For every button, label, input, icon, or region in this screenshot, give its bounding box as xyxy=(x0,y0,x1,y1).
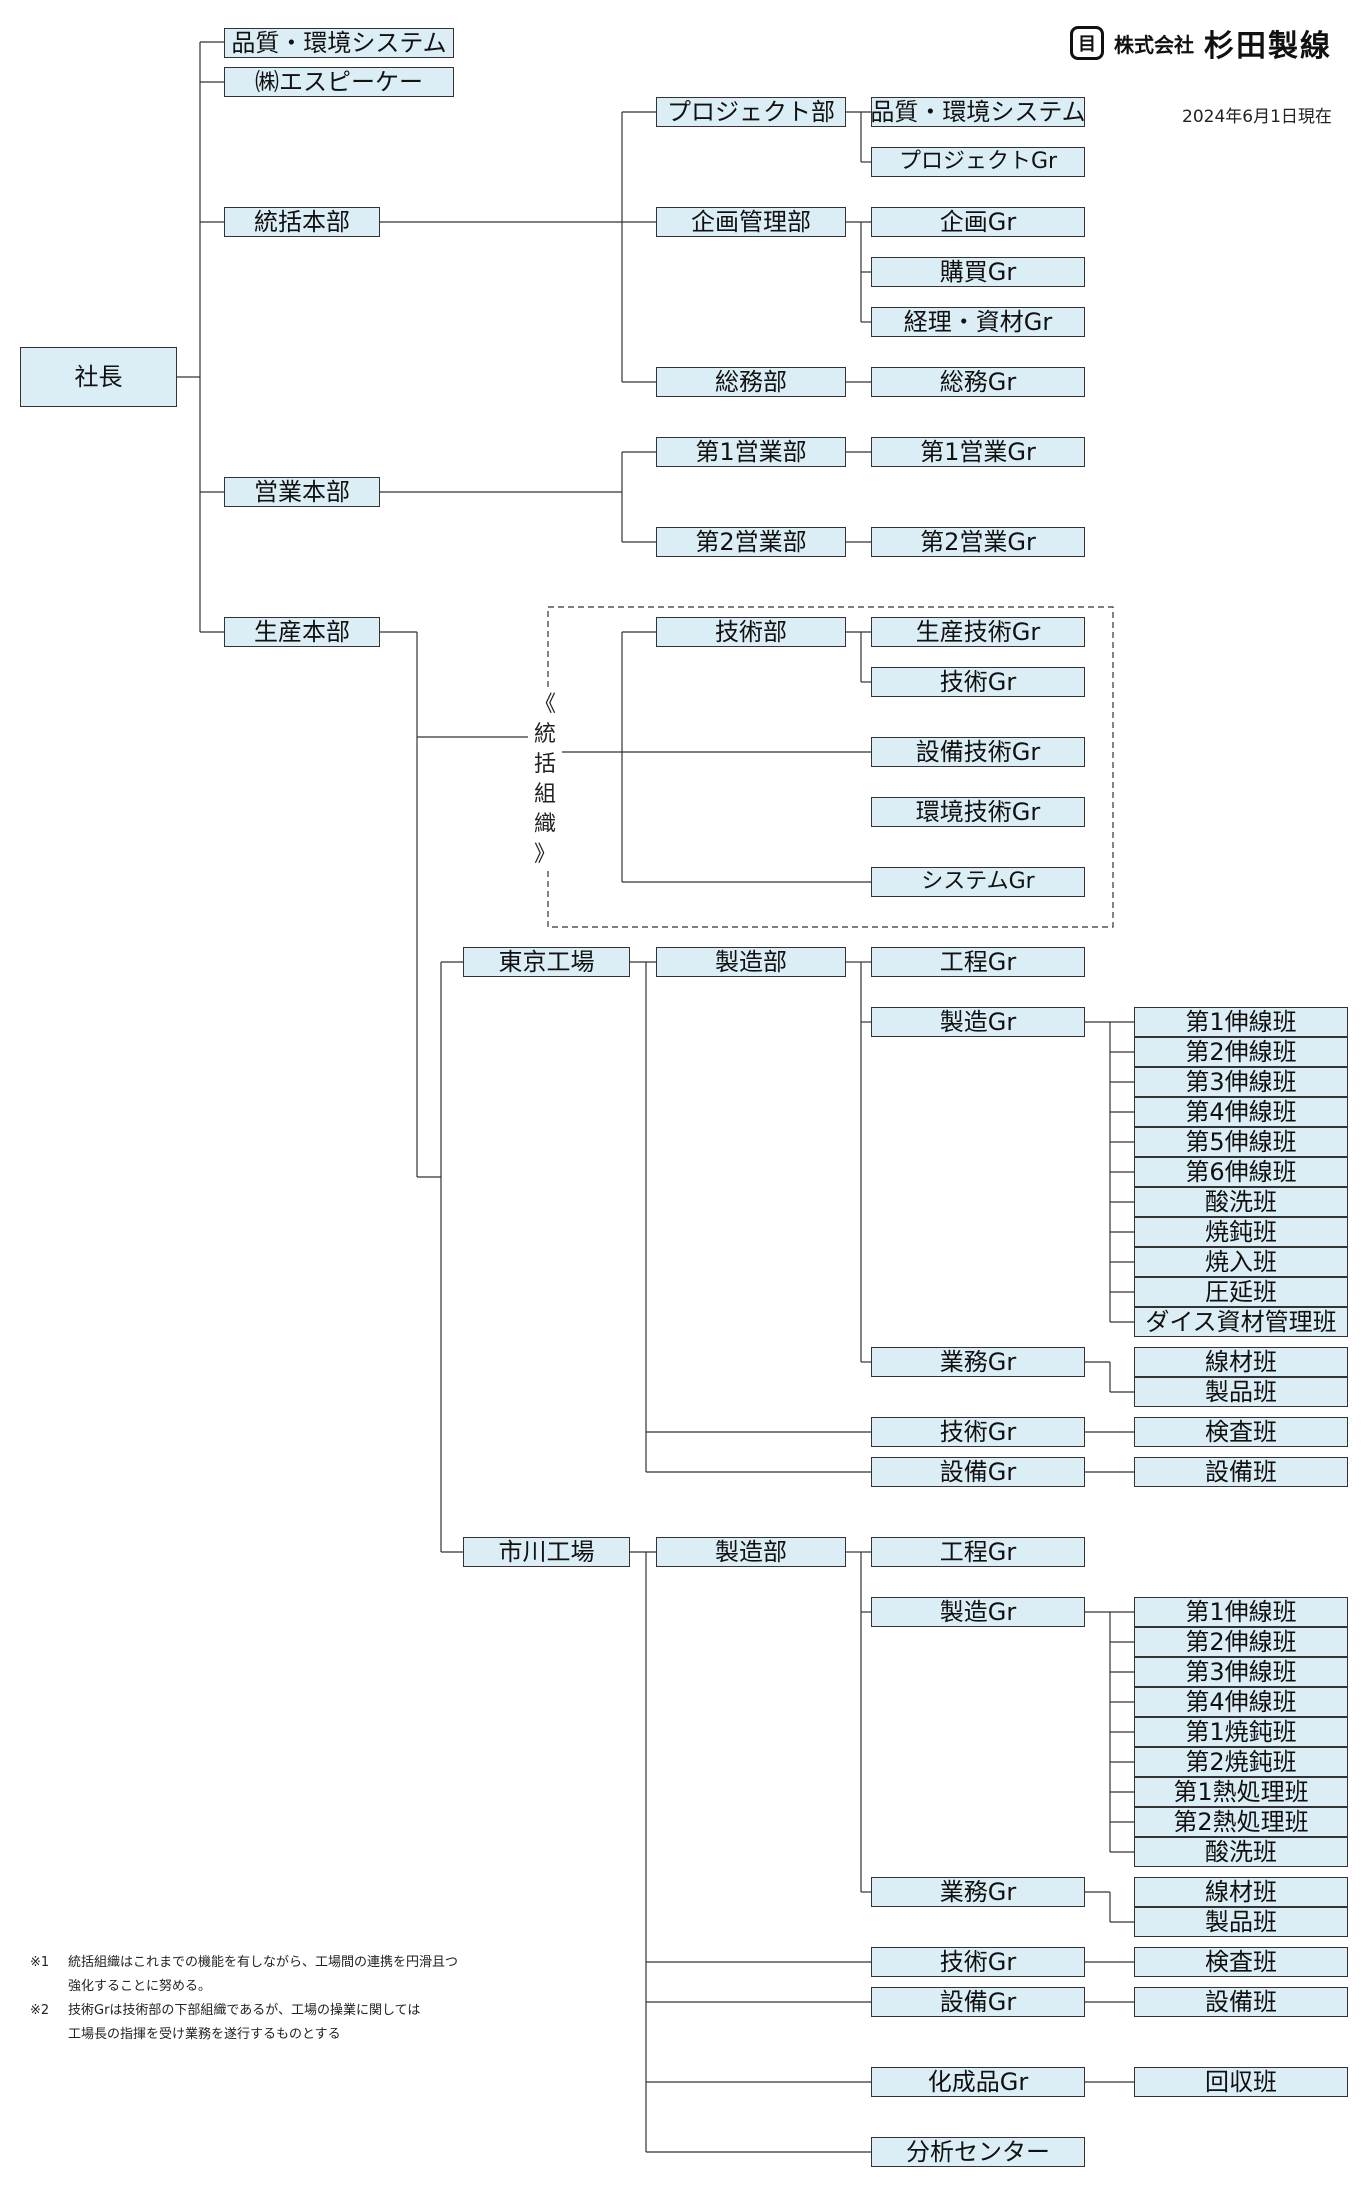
box-ichikawa-factory: 市川工場 xyxy=(463,1537,630,1567)
box-tech-dept: 技術部 xyxy=(656,617,846,647)
box-ichikawa-tech-gr: 技術Gr xyxy=(871,1947,1085,1977)
box-tokyo-equip-gr: 設備Gr xyxy=(871,1457,1085,1487)
box-ichikawa-mfg-dept: 製造部 xyxy=(656,1537,846,1567)
box-ichikawa-recovery-team: 回収班 xyxy=(1134,2067,1348,2097)
box-sales2-dept: 第2営業部 xyxy=(656,527,846,557)
box-ichikawa-biz-gr: 業務Gr xyxy=(871,1877,1085,1907)
box-ichikawa-mfg-team-3: 第3伸線班 xyxy=(1134,1657,1348,1687)
box-ichikawa-chem-gr: 化成品Gr xyxy=(871,2067,1085,2097)
as-of-date: 2024年6月1日現在 xyxy=(1182,107,1332,127)
box-tokyo-wire-rod-team: 線材班 xyxy=(1134,1347,1348,1377)
box-general-affairs-dept: 総務部 xyxy=(656,367,846,397)
box-ichikawa-equip-team: 設備班 xyxy=(1134,1987,1348,2017)
box-ichikawa-mfg-team-9: 酸洗班 xyxy=(1134,1837,1348,1867)
box-purchasing-gr: 購買Gr xyxy=(871,257,1085,287)
box-espk: ㈱エスピーケー xyxy=(224,67,454,97)
logo-mark-icon: 目 xyxy=(1070,26,1104,60)
box-tokyo-mfg-team-8: 焼鈍班 xyxy=(1134,1217,1348,1247)
note-1-line-2: 強化することに努める。 xyxy=(68,1979,212,1994)
box-tokyo-mfg-team-3: 第3伸線班 xyxy=(1134,1067,1348,1097)
box-ichikawa-analysis-center: 分析センター xyxy=(871,2137,1085,2167)
box-tokyo-mfg-team-4: 第4伸線班 xyxy=(1134,1097,1348,1127)
box-sales2-gr: 第2営業Gr xyxy=(871,527,1085,557)
box-env-tech-gr: 環境技術Gr xyxy=(871,797,1085,827)
box-ichikawa-mfg-team-6: 第2焼鈍班 xyxy=(1134,1747,1348,1777)
box-tokyo-inspection-team: 検査班 xyxy=(1134,1417,1348,1447)
box-ichikawa-mfg-gr: 製造Gr xyxy=(871,1597,1085,1627)
box-ichikawa-mfg-team-1: 第1伸線班 xyxy=(1134,1597,1348,1627)
box-ichikawa-mfg-team-8: 第2熱処理班 xyxy=(1134,1807,1348,1837)
box-project-quality-env: 品質・環境システム xyxy=(871,97,1085,127)
box-ichikawa-mfg-team-5: 第1焼鈍班 xyxy=(1134,1717,1348,1747)
box-system-gr: システムGr xyxy=(871,867,1085,897)
box-general-hq: 統括本部 xyxy=(224,207,380,237)
unified-org-label: 《 統 括 組 織 》 xyxy=(528,690,562,870)
box-ichikawa-mfg-team-2: 第2伸線班 xyxy=(1134,1627,1348,1657)
box-planning-gr: 企画Gr xyxy=(871,207,1085,237)
box-ichikawa-process-gr: 工程Gr xyxy=(871,1537,1085,1567)
box-tokyo-factory: 東京工場 xyxy=(463,947,630,977)
company-logo: 目 株式会社 杉田製線 xyxy=(1070,20,1332,66)
box-tokyo-mfg-team-7: 酸洗班 xyxy=(1134,1187,1348,1217)
box-project-dept: プロジェクト部 xyxy=(656,97,846,127)
box-tokyo-mfg-team-5: 第5伸線班 xyxy=(1134,1127,1348,1157)
box-sales1-gr: 第1営業Gr xyxy=(871,437,1085,467)
box-general-affairs-gr: 総務Gr xyxy=(871,367,1085,397)
box-accounting-gr: 経理・資材Gr xyxy=(871,307,1085,337)
box-production-hq: 生産本部 xyxy=(224,617,380,647)
box-tokyo-mfg-team-1: 第1伸線班 xyxy=(1134,1007,1348,1037)
box-ichikawa-product-team: 製品班 xyxy=(1134,1907,1348,1937)
box-tokyo-mfg-team-11: ダイス資材管理班 xyxy=(1134,1307,1348,1337)
box-ichikawa-wire-rod-team: 線材班 xyxy=(1134,1877,1348,1907)
box-ichikawa-inspection-team: 検査班 xyxy=(1134,1947,1348,1977)
box-tokyo-process-gr: 工程Gr xyxy=(871,947,1085,977)
box-prod-tech-gr: 生産技術Gr xyxy=(871,617,1085,647)
box-quality-environment: 品質・環境システム xyxy=(224,28,454,58)
box-project-gr: プロジェクトGr xyxy=(871,147,1085,177)
box-president: 社長 xyxy=(20,347,177,407)
company-prefix: 株式会社 xyxy=(1114,32,1194,57)
box-planning-dept: 企画管理部 xyxy=(656,207,846,237)
box-tech-gr: 技術Gr xyxy=(871,667,1085,697)
box-tokyo-mfg-dept: 製造部 xyxy=(656,947,846,977)
box-sales1-dept: 第1営業部 xyxy=(656,437,846,467)
box-tokyo-tech-gr: 技術Gr xyxy=(871,1417,1085,1447)
company-name: 杉田製線 xyxy=(1204,29,1332,64)
box-tokyo-mfg-gr: 製造Gr xyxy=(871,1007,1085,1037)
box-ichikawa-equip-gr: 設備Gr xyxy=(871,1987,1085,2017)
box-ichikawa-mfg-team-7: 第1熱処理班 xyxy=(1134,1777,1348,1807)
box-tokyo-equip-team: 設備班 xyxy=(1134,1457,1348,1487)
box-tokyo-mfg-team-9: 焼入班 xyxy=(1134,1247,1348,1277)
note-2-line-2: 工場長の指揮を受け業務を遂行するものとする xyxy=(68,2027,341,2042)
box-ichikawa-mfg-team-4: 第4伸線班 xyxy=(1134,1687,1348,1717)
box-sales-hq: 営業本部 xyxy=(224,477,380,507)
box-tokyo-mfg-team-6: 第6伸線班 xyxy=(1134,1157,1348,1187)
box-tokyo-mfg-team-2: 第2伸線班 xyxy=(1134,1037,1348,1067)
box-equip-tech-gr: 設備技術Gr xyxy=(871,737,1085,767)
box-tokyo-mfg-team-10: 圧延班 xyxy=(1134,1277,1348,1307)
box-tokyo-product-team: 製品班 xyxy=(1134,1377,1348,1407)
box-tokyo-biz-gr: 業務Gr xyxy=(871,1347,1085,1377)
